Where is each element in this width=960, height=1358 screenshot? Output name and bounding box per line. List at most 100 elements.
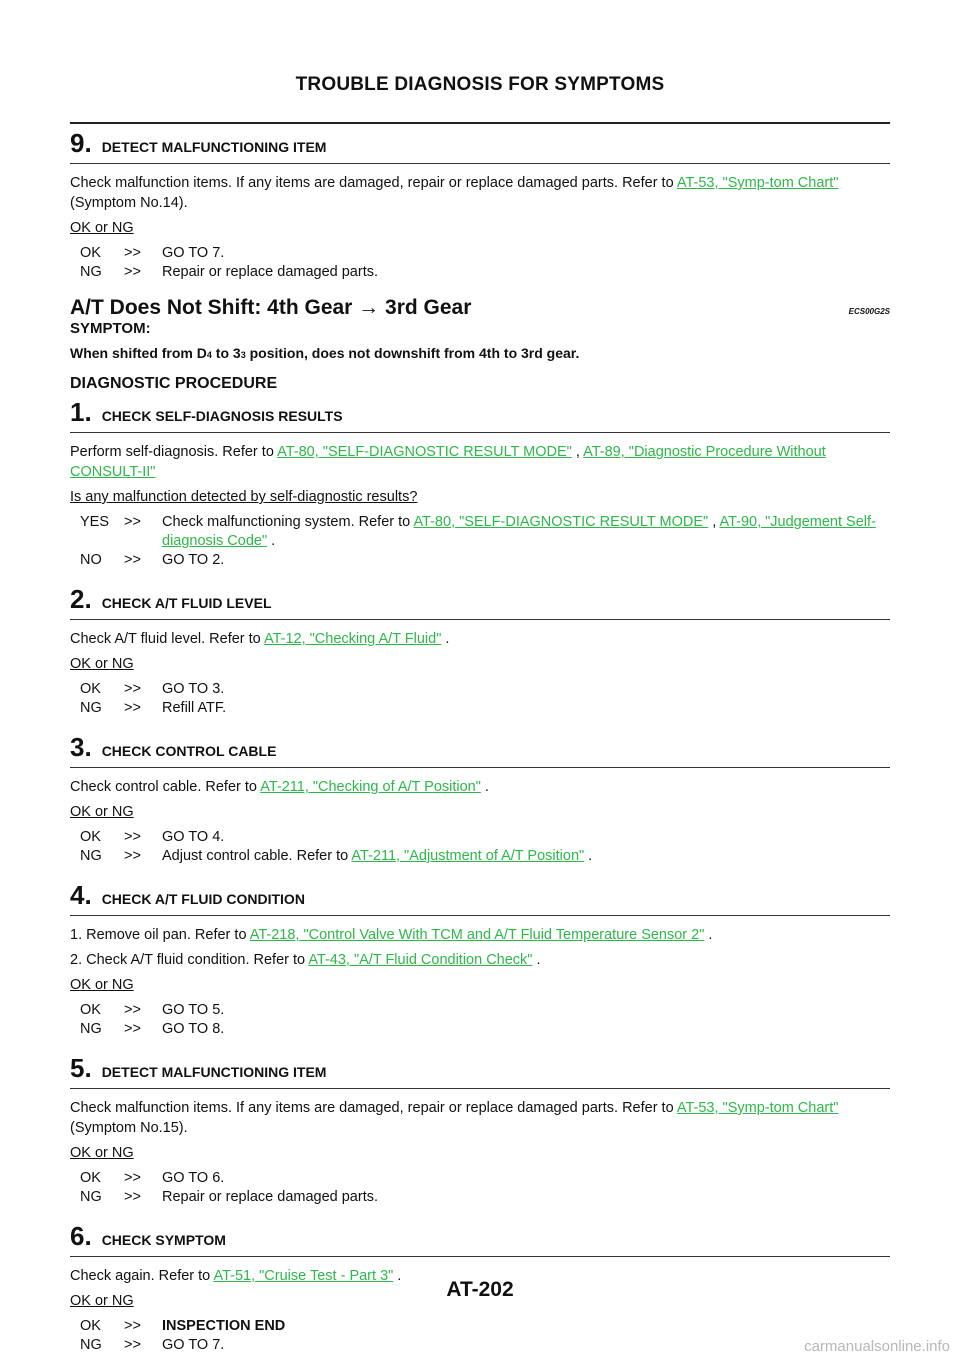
step-title: CHECK SYMPTOM [101, 1232, 226, 1248]
result-key: OK [80, 681, 101, 697]
list-item-suffix: . [532, 952, 541, 968]
step-1: 1. CHECK SELF-DIAGNOSIS RESULTS Perform … [70, 399, 890, 570]
list-item: 1. Remove oil pan. Refer to AT-218, "Con… [70, 925, 890, 945]
result-action-text: Check malfunctioning system. Refer to [162, 514, 414, 530]
result-ng: NG>>GO TO 8. [80, 1020, 890, 1039]
result-ok: OK>>INSPECTION END [80, 1317, 890, 1336]
result-action: GO TO 7. [162, 245, 225, 261]
step-number: 2. [70, 584, 92, 614]
result-ng: NG>>Adjust control cable. Refer to AT-21… [80, 847, 890, 866]
ref-link-cruise-test[interactable]: AT-51, "Cruise Test - Part 3" [213, 1268, 394, 1284]
link-separator: , [708, 514, 720, 530]
result-ng: NG>>Repair or replace damaged parts. [80, 1188, 890, 1207]
instruction-text: Check control cable. Refer to [70, 779, 261, 795]
result-action-suffix: . [584, 848, 593, 864]
step-heading: 6. CHECK SYMPTOM [70, 1223, 890, 1257]
instruction-suffix: (Symptom No.15). [70, 1120, 188, 1136]
result-key: NG [80, 1189, 102, 1205]
instruction-text: Check again. Refer to [70, 1268, 214, 1284]
result-key: NG [80, 700, 102, 716]
step-question: OK or NG [70, 1293, 134, 1309]
result-action: GO TO 5. [162, 1002, 225, 1018]
page-number: AT-202 [446, 1278, 514, 1301]
page-header: TROUBLE DIAGNOSIS FOR SYMPTOMS [295, 74, 665, 95]
ref-link-fluid-condition[interactable]: AT-43, "A/T Fluid Condition Check" [308, 952, 533, 968]
symptom-label: SYMPTOM: [70, 320, 151, 337]
ref-link-checking-fluid[interactable]: AT-12, "Checking A/T Fluid" [263, 631, 442, 647]
result-action: Refill ATF. [162, 700, 227, 716]
result-ok: OK>>GO TO 4. [80, 828, 890, 847]
ref-link-symptom-chart[interactable]: AT-53, "Symp-tom Chart" [676, 1100, 839, 1116]
step-heading: 5. DETECT MALFUNCTIONING ITEM [70, 1055, 890, 1089]
instruction-text: Check malfunction items. If any items ar… [70, 1100, 677, 1116]
result-arrow: >> [124, 264, 141, 280]
list-item-text: 2. Check A/T fluid condition. Refer to [70, 952, 309, 968]
result-action: GO TO 8. [162, 1021, 225, 1037]
ref-link-checking-position[interactable]: AT-211, "Checking of A/T Position" [260, 779, 481, 795]
ref-link-judgement-code[interactable]: AT-90, "Judgement Self-diagnosis Code" [162, 514, 876, 549]
ref-link-symptom-chart[interactable]: AT-53, "Symp-tom Chart" [676, 175, 839, 191]
result-ng: NG>>GO TO 7. [80, 1336, 890, 1355]
ref-link-self-diagnostic[interactable]: AT-80, "SELF-DIAGNOSTIC RESULT MODE" [413, 514, 709, 530]
result-key: OK [80, 829, 101, 845]
step-6: 6. CHECK SYMPTOM Check again. Refer to A… [70, 1223, 890, 1355]
step-9: 9. DETECT MALFUNCTIONING ITEM Check malf… [70, 122, 890, 282]
result-ng: NG>>Refill ATF. [80, 699, 890, 718]
instruction-suffix: . [393, 1268, 402, 1284]
ref-link-diagnostic-procedure[interactable]: AT-89, "Diagnostic Procedure Without CON… [70, 444, 826, 480]
result-action: Repair or replace damaged parts. [162, 1189, 379, 1205]
result-ok: OK>>GO TO 5. [80, 1001, 890, 1020]
step-instruction: Check malfunction items. If any items ar… [70, 1098, 890, 1138]
instruction-text: Check A/T fluid level. Refer to [70, 631, 264, 647]
symptom-part: position, does not downshift from 4th to… [245, 345, 580, 361]
step-question: OK or NG [70, 656, 134, 672]
result-key: NG [80, 1337, 102, 1353]
result-arrow: >> [124, 552, 141, 568]
step-heading: 2. CHECK A/T FLUID LEVEL [70, 586, 890, 620]
step-question: OK or NG [70, 977, 134, 993]
step-question: OK or NG [70, 804, 134, 820]
step-5: 5. DETECT MALFUNCTIONING ITEM Check malf… [70, 1055, 890, 1207]
ref-link-adjustment-position[interactable]: AT-211, "Adjustment of A/T Position" [351, 848, 585, 864]
step-question: OK or NG [70, 220, 134, 236]
result-ng: NG>>Repair or replace damaged parts. [80, 263, 890, 282]
result-ok: OK >> GO TO 3. [80, 680, 890, 699]
result-key: NO [80, 552, 102, 568]
result-key: NG [80, 1021, 102, 1037]
result-action-text: Adjust control cable. Refer to [162, 848, 352, 864]
step-instruction: Check A/T fluid level. Refer to AT-12, "… [70, 629, 890, 649]
result-action: Repair or replace damaged parts. [162, 264, 379, 280]
result-arrow: >> [124, 514, 141, 530]
step-2: 2. CHECK A/T FLUID LEVEL Check A/T fluid… [70, 586, 890, 718]
result-action: GO TO 3. [162, 681, 225, 697]
result-key: OK [80, 1170, 101, 1186]
result-arrow: >> [124, 681, 141, 697]
step-instruction: Check control cable. Refer to AT-211, "C… [70, 777, 890, 797]
step-title: CHECK CONTROL CABLE [101, 743, 277, 759]
result-ok: OK>>GO TO 6. [80, 1169, 890, 1188]
step-instruction: Check malfunction items. If any items ar… [70, 173, 890, 213]
result-key: OK [80, 1318, 101, 1334]
result-arrow: >> [124, 245, 141, 261]
step-question: Is any malfunction detected by self-diag… [70, 489, 418, 505]
document-body: 9. DETECT MALFUNCTIONING ITEM Check malf… [70, 122, 890, 1355]
result-arrow: >> [124, 1318, 141, 1334]
symptom-text: When shifted from D4 to 33 position, doe… [70, 345, 890, 361]
list-item-text: 1. Remove oil pan. Refer to [70, 927, 250, 943]
instruction-text: Check malfunction items. If any items ar… [70, 175, 677, 191]
watermark: carmanualsonline.info [804, 1338, 950, 1355]
instruction-suffix: . [480, 779, 489, 795]
result-ok: OK>>GO TO 7. [80, 244, 890, 263]
symptom-subscript: 3 [240, 350, 246, 360]
step-title: CHECK A/T FLUID LEVEL [101, 595, 272, 611]
step-question: OK or NG [70, 1145, 134, 1161]
section-title: A/T Does Not Shift: 4th Gear → 3rd Gear … [70, 296, 890, 320]
symptom-part: to 3 [211, 345, 241, 361]
result-key: OK [80, 1002, 101, 1018]
ref-link-self-diagnostic[interactable]: AT-80, "SELF-DIAGNOSTIC RESULT MODE" [277, 444, 572, 460]
step-number: 3. [70, 732, 92, 762]
step-4: 4. CHECK A/T FLUID CONDITION 1. Remove o… [70, 882, 890, 1039]
step-heading: 1. CHECK SELF-DIAGNOSIS RESULTS [70, 399, 890, 433]
ref-link-control-valve[interactable]: AT-218, "Control Valve With TCM and A/T … [249, 927, 705, 943]
result-action-suffix: . [267, 533, 276, 549]
